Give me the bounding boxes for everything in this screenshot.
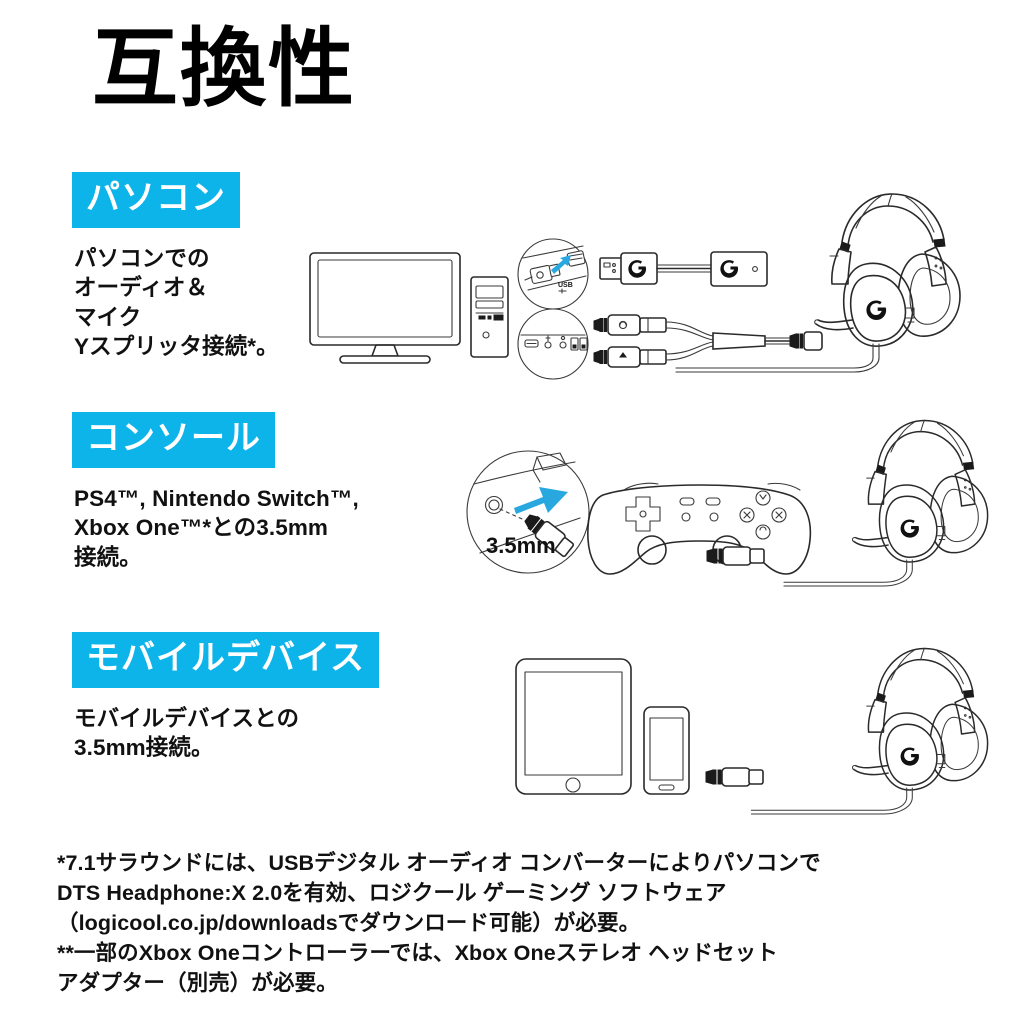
section-mobile: モバイルデバイス モバイルデバイスとの 3.5mm接続。 bbox=[0, 620, 1024, 820]
section-pc: パソコン パソコンでの オーディオ＆ マイク Yスプリッタ接続*。 bbox=[0, 160, 1024, 390]
section-badge-pc: パソコン bbox=[72, 172, 240, 229]
section-badge-mobile: モバイルデバイス bbox=[72, 632, 379, 689]
section-body-mobile: モバイルデバイスとの 3.5mm接続。 bbox=[74, 706, 300, 761]
section-badge-console: コンソール bbox=[72, 412, 275, 469]
footnote-text: *7.1サラウンドには、USBデジタル オーディオ コンバーターによりパソコンで… bbox=[57, 851, 821, 996]
section-body-pc: パソコンでの オーディオ＆ マイク Yスプリッタ接続*。 bbox=[74, 246, 279, 359]
section-body-console: PS4™, Nintendo Switch™, Xbox One™*との3.5m… bbox=[74, 486, 359, 570]
section-console: コンソール PS4™, Nintendo Switch™, Xbox One™*… bbox=[0, 400, 1024, 620]
page-title: 互換性 bbox=[92, 21, 356, 117]
